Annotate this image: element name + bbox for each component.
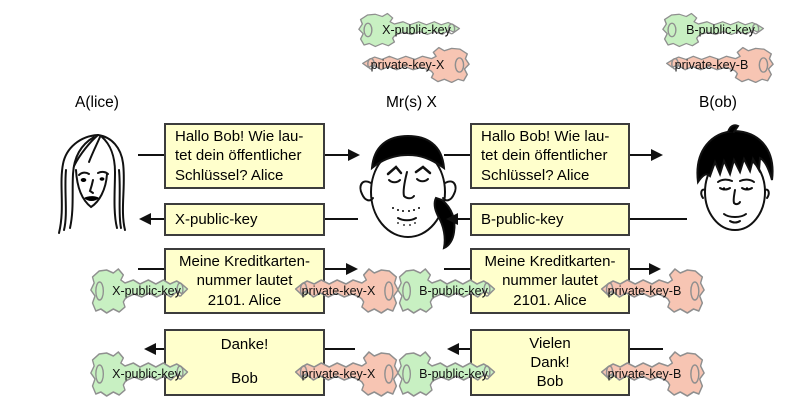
arrow-line <box>630 268 649 270</box>
key-label: private-key-X <box>370 58 445 72</box>
man-face-icon <box>696 124 774 231</box>
message-line: 2101. Alice <box>207 291 282 309</box>
arrowhead-right-icon <box>651 149 663 161</box>
message-line: Vielen <box>529 334 571 352</box>
arrow-line <box>150 218 164 220</box>
arrow-line <box>444 154 470 156</box>
message-line: Hallo Bob! Wie lau- <box>481 128 610 146</box>
arrow-line <box>138 268 164 270</box>
key-label: X-public-key <box>112 367 181 381</box>
message-line: Bob <box>231 369 258 387</box>
key-x-private-row3: private-key-X <box>293 267 399 315</box>
arrow-line <box>325 218 358 220</box>
key-b-private-top: private-key-B <box>664 46 774 84</box>
message-line: Bob <box>536 373 564 391</box>
key-label: private-key-B <box>674 58 749 72</box>
arrowhead-left-icon <box>447 343 459 355</box>
arrow-line <box>630 154 651 156</box>
key-b-private-row3: private-key-B <box>599 267 705 315</box>
arrow-line <box>325 154 348 156</box>
label-mrx: Mr(s) X <box>386 94 437 111</box>
message-line: Meine Kreditkarten- <box>179 253 310 271</box>
message-row1-right: Hallo Bob! Wie lau- tet dein öffentliche… <box>470 123 630 189</box>
arrow-line <box>444 268 470 270</box>
message-line: 2101. Alice <box>513 291 587 309</box>
arrowhead-right-icon <box>348 149 360 161</box>
label-alice: A(lice) <box>75 94 119 111</box>
key-label: private-key-X <box>301 367 376 381</box>
key-label: B-public-key <box>686 23 755 37</box>
message-row4-right: Vielen Dank! Bob <box>470 329 630 396</box>
mrx-face-icon <box>359 134 457 250</box>
key-x-public-row3: X-public-key <box>90 267 190 315</box>
message-line: tet dein öffentlicher <box>175 147 302 165</box>
arrowhead-left-icon <box>144 343 156 355</box>
key-x-public-row4: X-public-key <box>90 350 190 398</box>
message-row2-left: X-public-key <box>164 203 325 236</box>
key-b-public-top: B-public-key <box>662 12 766 48</box>
arrow-line <box>630 348 663 350</box>
key-label: X-public-key <box>112 284 181 298</box>
key-x-private-top: private-key-X <box>360 46 470 84</box>
label-bob: B(ob) <box>699 94 737 111</box>
key-x-public-top: X-public-key <box>358 12 462 48</box>
arrowhead-right-icon <box>649 263 661 275</box>
key-b-public-row3: B-public-key <box>397 267 497 315</box>
key-label: B-public-key <box>419 367 488 381</box>
arrow-line <box>630 218 687 220</box>
message-line: nummer lautet <box>196 272 293 290</box>
message-line: nummer lautet <box>502 272 598 290</box>
message-line: B-public-key <box>481 210 564 228</box>
message-row2-right: B-public-key <box>470 203 630 236</box>
message-line: Schlüssel? Alice <box>175 166 284 184</box>
key-b-public-row4: B-public-key <box>397 350 497 398</box>
arrowhead-left-icon <box>446 213 458 225</box>
key-label: private-key-X <box>301 284 376 298</box>
arrow-line <box>138 154 164 156</box>
key-label: private-key-B <box>607 284 682 298</box>
message-row1-left: Hallo Bob! Wie lau- tet dein öffentliche… <box>164 123 325 189</box>
message-line: Schlüssel? Alice <box>481 166 590 184</box>
avatar-mrx <box>350 128 468 254</box>
arrowhead-left-icon <box>139 213 151 225</box>
message-line: Danke! <box>220 336 269 353</box>
key-label: X-public-key <box>382 23 451 37</box>
key-label: private-key-B <box>607 367 682 381</box>
message-line: Meine Kreditkarten- <box>484 253 616 271</box>
arrow-line <box>155 348 164 350</box>
message-line: X-public-key <box>175 210 258 228</box>
arrow-line <box>458 348 470 350</box>
arrow-line <box>325 268 346 270</box>
arrow-line <box>457 218 470 220</box>
key-label: B-public-key <box>419 284 488 298</box>
arrowhead-right-icon <box>346 263 358 275</box>
message-line: tet dein öffentlicher <box>481 147 608 165</box>
message-line: Hallo Bob! Wie lau- <box>175 128 304 146</box>
key-b-private-row4: private-key-B <box>599 350 705 398</box>
message-line: Dank! <box>530 353 570 371</box>
woman-face-icon <box>58 134 126 234</box>
arrow-line <box>325 348 355 350</box>
key-x-private-row4: private-key-X <box>293 350 399 398</box>
avatar-bob <box>686 124 784 238</box>
message-row4-left: Danke! Bob <box>164 329 325 396</box>
message-row3-right: Meine Kreditkarten- nummer lautet 2101. … <box>470 248 630 314</box>
avatar-alice <box>46 130 144 242</box>
